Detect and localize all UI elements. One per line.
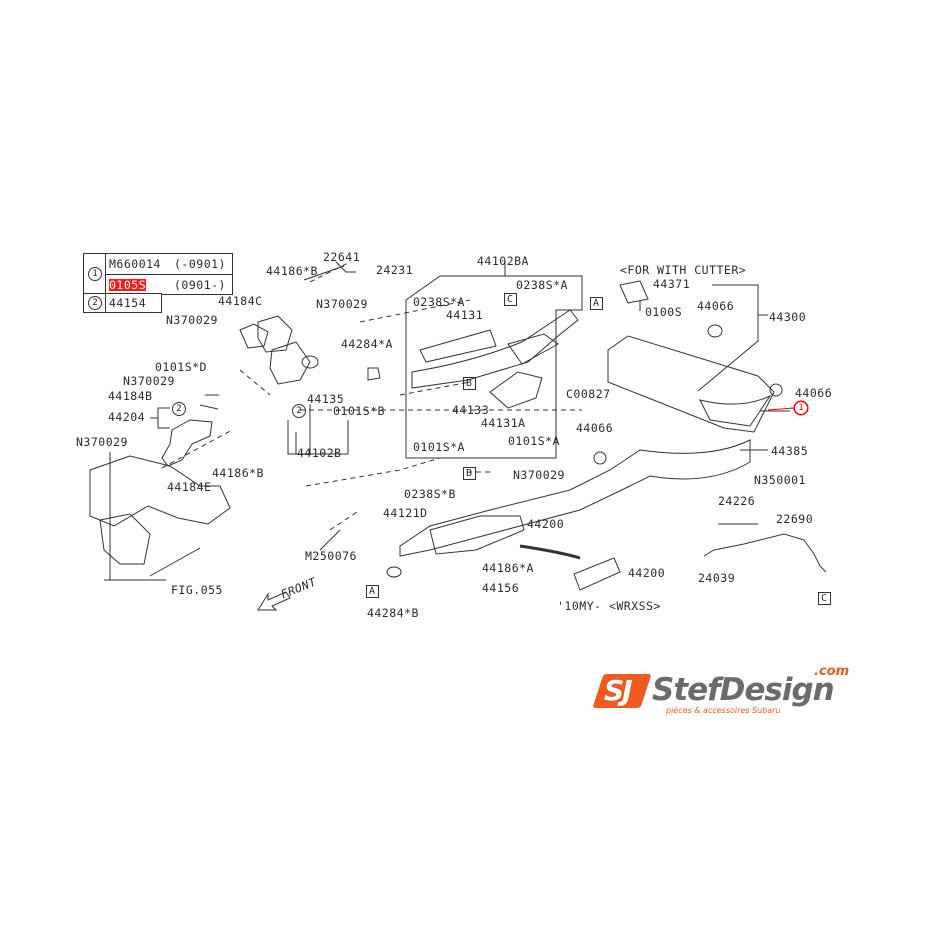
part-label: 22690 [776,512,814,526]
legend-part-m660014: M660014 [109,257,161,271]
part-label: 44131 [446,308,484,322]
leader-lines [104,284,790,581]
center-pipe-44102ba [411,309,579,409]
part-label: N370029 [123,374,175,388]
part-label: 44133 [452,403,490,417]
part-label: 0238S*A [413,295,465,309]
part-label: 44284*A [341,337,393,351]
part-label: 44186*B [266,264,318,278]
ref-marker-a: A [366,585,379,598]
legend-range-a: (-0901) [174,257,226,271]
ref-marker-b: B [463,467,476,480]
part-label: 44186*B [212,466,264,480]
legend-table: 1 M660014 (-0901) 0105S (0901-) [83,253,233,295]
part-label: 22641 [323,250,361,264]
callout-circle-1: 1 [794,401,808,415]
rear-muffler-44300 [593,280,783,465]
ref-marker-c: C [818,592,831,605]
assembly-frame-44102ba [405,275,583,459]
ref-marker-b: B [463,377,476,390]
part-label: 24226 [718,494,756,508]
part-label: N350001 [754,473,806,487]
part-label: 44184B [108,389,153,403]
part-label: 44371 [653,277,691,291]
part-label: 0101S*B [333,404,385,418]
stefdesign-logo[interactable]: SJ StefDesign .com pièces & accessoires … [592,664,856,718]
part-label: 44066 [576,421,614,435]
part-label: 44184C [218,294,263,308]
part-label: 44131A [481,416,526,430]
part-label: <FOR WITH CUTTER> [620,263,747,277]
part-label: 0238S*B [404,487,456,501]
legend-part-0105s: 0105S [109,278,147,292]
part-label: 44200 [628,566,666,580]
callout-circle-2: 2 [172,402,186,416]
part-label: 44102B [297,446,342,460]
o2-sensor-wiring [303,261,827,573]
part-label: 44121D [383,506,428,520]
part-label: 0100S [645,305,683,319]
mid-pipe-44385 [386,439,751,591]
leader-dashes [161,261,582,531]
callout-circle-2: 2 [292,404,306,418]
part-label: 44204 [108,410,146,424]
part-label: 44186*A [482,561,534,575]
legend-circle-1: 1 [88,267,102,281]
part-label: 44066 [795,386,833,400]
part-label: N370029 [166,313,218,327]
legend-part-44154: 44154 [109,296,147,310]
front-arrow-icon [257,591,291,611]
part-label: 0101S*A [413,440,465,454]
ref-marker-a: A [590,297,603,310]
part-label: 44184E [167,480,212,494]
logo-tld: .com [814,664,850,679]
part-label: C00827 [566,387,611,401]
part-label: 44284*B [367,606,419,620]
part-label: 24231 [376,263,414,277]
legend-range-b: (0901-) [174,278,226,292]
part-label: N370029 [513,468,565,482]
part-label: N370029 [76,435,128,449]
part-label: 44200 [527,517,565,531]
part-label: 44300 [769,310,807,324]
ref-marker-c: C [504,293,517,306]
part-label: N370029 [316,297,368,311]
part-label: 44385 [771,444,809,458]
part-label: '10MY- <WRXSS> [557,599,661,613]
logo-brand: StefDesign [652,672,835,708]
logo-mark-text: SJ [604,674,633,707]
front-manifold-parts [89,315,381,565]
part-label: 44066 [697,299,735,313]
logo-tagline: pièces & accessoires Subaru [666,706,781,715]
part-label-fig055[interactable]: FIG.055 [171,583,223,597]
part-label: 24039 [698,571,736,585]
part-label: 0101S*A [508,434,560,448]
part-label: 0238S*A [516,278,568,292]
legend-table-2: 2 44154 [83,293,162,313]
part-label: 44156 [482,581,520,595]
part-label: 0101S*D [155,360,207,374]
part-label: 44135 [307,392,345,406]
part-label: M250076 [305,549,357,563]
legend-circle-2: 2 [88,296,102,310]
part-label: 44102BA [477,254,529,268]
